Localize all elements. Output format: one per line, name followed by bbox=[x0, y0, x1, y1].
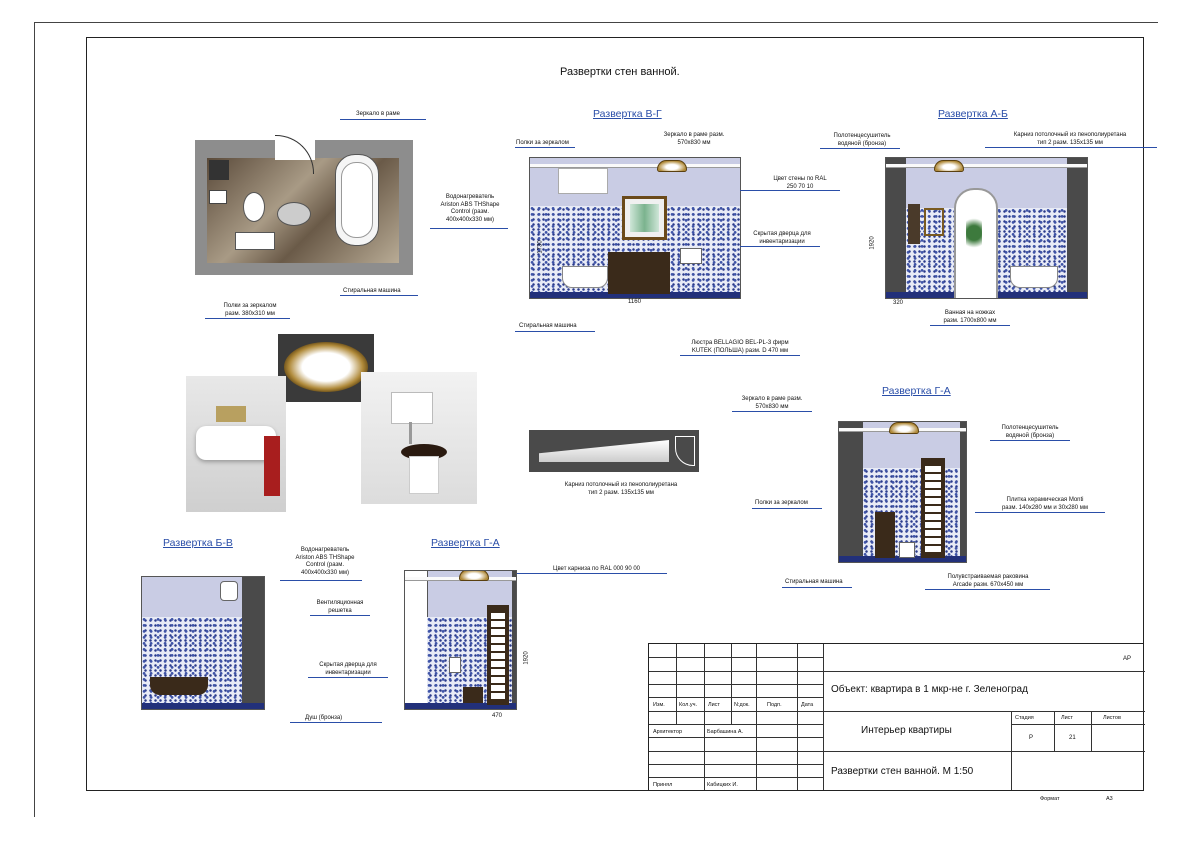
note-mirror-frame: Зеркало в раме bbox=[356, 111, 400, 117]
sink-photo bbox=[186, 376, 286, 512]
toilet-photo bbox=[361, 372, 477, 504]
note-ab-bath: Ванная на ножках разм. 1700х800 мм bbox=[943, 310, 997, 324]
elevation-bv bbox=[141, 576, 265, 710]
title-block: АР Объект: квартира в 1 мкр-не г. Зелено… bbox=[648, 643, 1145, 791]
note-chandelier: Люстра BELLAGIO BEL-PL-3 фирм KUTEK (ПОЛ… bbox=[691, 340, 789, 354]
elevation-vg bbox=[529, 157, 741, 299]
sheet-inner-frame bbox=[86, 37, 1144, 791]
note-vg-washer: Стиральная машина bbox=[519, 323, 577, 329]
note-ga-mirror: Зеркало в раме разм. 570х830 мм bbox=[741, 396, 803, 410]
sheet-title: Развертки стен ванной. bbox=[560, 66, 680, 78]
tb-project: Интерьер квартиры bbox=[861, 725, 952, 736]
view-title-ga-bottom: Развертка Г-А bbox=[431, 537, 500, 549]
dim-ga-width: 470 bbox=[492, 713, 503, 719]
note-bv-heater: Водонагреватель Ariston ABS THShape Cont… bbox=[295, 547, 355, 576]
tb-format-label: Формат bbox=[1040, 796, 1060, 802]
note-shelf-mirror-plan: Полки за зеркалом разм. 380х310 мм bbox=[223, 303, 277, 317]
note-ga-shelves: Полки за зеркалом bbox=[755, 500, 808, 506]
tb-stage: Р bbox=[1029, 735, 1034, 741]
view-title-ga-right: Развертка Г-А bbox=[882, 385, 951, 397]
tb-h-list2: Лист bbox=[1061, 715, 1073, 721]
view-title-vg: Развертка В-Г bbox=[593, 108, 662, 120]
tb-h-podp: Подп. bbox=[767, 702, 782, 708]
note-vg-shelves: Полки за зеркалом bbox=[516, 140, 569, 146]
view-title-bv: Развертка Б-В bbox=[163, 537, 233, 549]
tb-list: 21 bbox=[1069, 735, 1076, 741]
note-ga-towel: Полотенцесушитель водяной (бронза) bbox=[1001, 425, 1059, 439]
tb-role-architect: Архитектор bbox=[653, 729, 683, 735]
tb-format: А3 bbox=[1106, 796, 1113, 802]
tb-h-izm: Изм. bbox=[653, 702, 665, 708]
note-shower: Душ (бронза) bbox=[305, 715, 343, 721]
cornice-photo bbox=[529, 430, 699, 472]
tb-h-data: Дата bbox=[801, 702, 814, 708]
tb-object: Объект: квартира в 1 мкр-не г. Зеленогра… bbox=[831, 684, 1028, 695]
chandelier-photo bbox=[278, 334, 374, 402]
tb-name-accepted: Кабицких И. bbox=[707, 782, 738, 788]
dim-vg-width: 1160 bbox=[628, 299, 641, 305]
dim-vg-height: 1730 bbox=[537, 240, 544, 254]
note-ab-towel: Полотенцесушитель водяной (бронза) bbox=[833, 133, 891, 147]
note-ab-cornice: Карниз потолочный из пенополиуретана тип… bbox=[1013, 132, 1127, 146]
tb-h-koluch: Кол.уч. bbox=[679, 702, 698, 708]
tb-name-architect: Барбашина А. bbox=[707, 729, 744, 735]
note-washer-plan: Стиральная машина bbox=[343, 288, 401, 294]
note-ga-washer: Стиральная машина bbox=[785, 579, 843, 585]
dim-ab-height: 1920 bbox=[869, 236, 876, 250]
elevation-ab bbox=[885, 157, 1088, 299]
sheet-outer-frame bbox=[34, 22, 1158, 817]
note-vg-mirror: Зеркало в раме разм. 570х830 мм bbox=[663, 132, 725, 146]
note-ga-sink: Полувстраиваемая раковина Arcade разм. 6… bbox=[947, 574, 1029, 588]
dim-ab-width: 320 bbox=[893, 300, 904, 306]
elevation-ga-right bbox=[838, 421, 967, 563]
note-ga-tile: Плитка керамическая Monti разм. 140х280 … bbox=[1001, 497, 1089, 511]
dim-ga-height: 1920 bbox=[523, 651, 530, 665]
view-title-ab: Развертка А-Б bbox=[938, 108, 1008, 120]
note-vg-wall-color: Цвет стены по RAL 250 70 10 bbox=[773, 176, 827, 190]
tb-role-accepted: Принял bbox=[653, 782, 673, 788]
tb-h-ndok: N:док. bbox=[734, 702, 750, 708]
tb-h-stage: Стадия bbox=[1015, 715, 1034, 721]
note-vg-hidden-door: Скрытая дверца для инвентаризации bbox=[753, 231, 811, 245]
bathroom-plan bbox=[195, 135, 413, 275]
tb-code: АР bbox=[1123, 656, 1132, 662]
elevation-ga-bottom bbox=[404, 570, 517, 710]
tb-sheet-title: Развертки стен ванной. М 1:50 bbox=[831, 766, 974, 777]
note-vent: Вентиляционная решетка bbox=[316, 600, 364, 614]
tb-h-list: Лист bbox=[708, 702, 720, 708]
note-cornice-color: Цвет карниза по RAL 000 90 00 bbox=[553, 566, 641, 572]
note-cornice-photo: Карниз потолочный из пенополиуретана тип… bbox=[564, 482, 678, 496]
note-water-heater-plan: Водонагреватель Ariston ABS THShape Cont… bbox=[440, 194, 500, 223]
note-hidden-door-2: Скрытая дверца для инвентаризации bbox=[319, 662, 377, 676]
tb-h-lists: Листов bbox=[1103, 715, 1121, 721]
